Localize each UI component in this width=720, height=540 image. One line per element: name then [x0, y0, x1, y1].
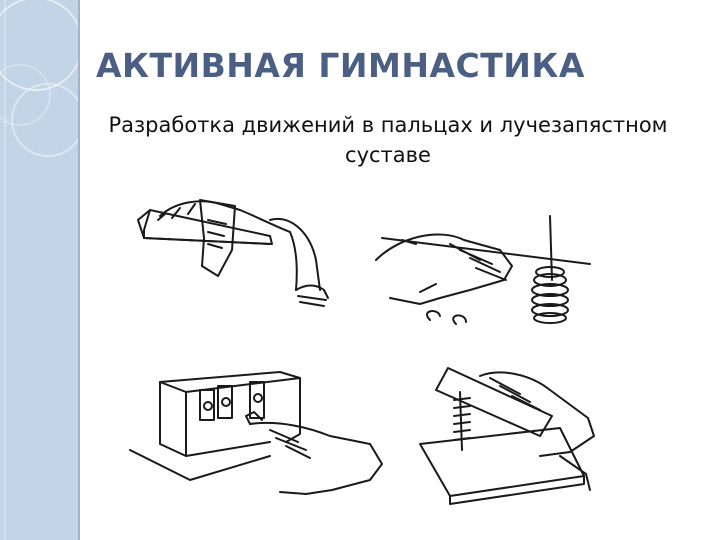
hand-knob-box-icon	[129, 371, 383, 495]
decorative-circles-icon	[0, 0, 80, 540]
slide-title: АКТИВНАЯ ГИМНАСТИКА	[96, 46, 585, 85]
side-band-edge	[78, 0, 80, 540]
hand-on-board-icon	[137, 199, 329, 307]
slide-subtitle: Разработка движений в пальцах и лучезапя…	[108, 113, 668, 167]
exercise-illustration	[120, 180, 640, 530]
hand-spring-board-icon	[419, 367, 595, 505]
side-decoration	[0, 0, 80, 540]
hand-rings-rod-icon	[375, 215, 591, 325]
